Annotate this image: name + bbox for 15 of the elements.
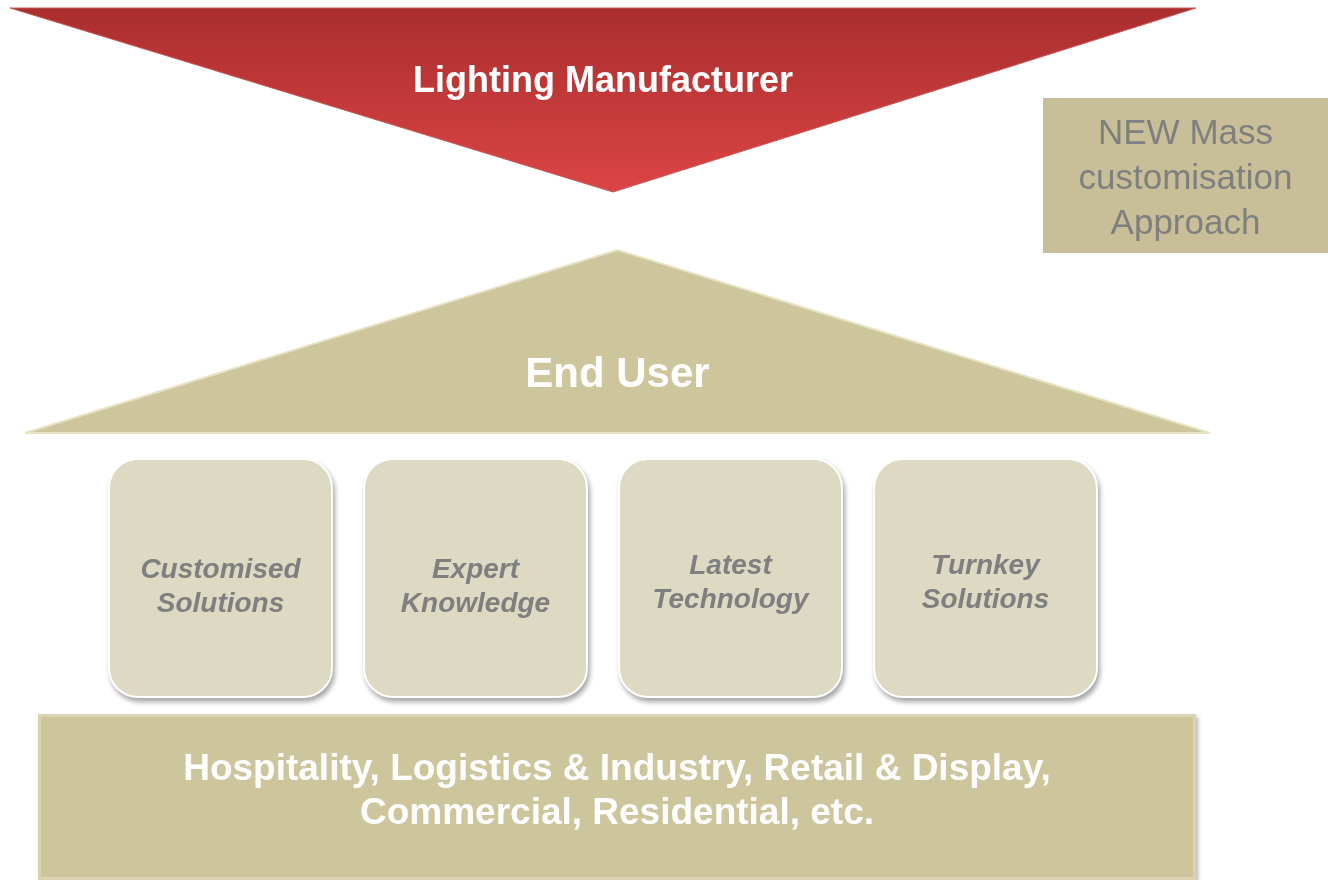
node-label: NEW Mass customisation Approach	[1077, 111, 1294, 243]
triangle	[25, 250, 1210, 433]
node-label: Hospitality, Logistics & Industry, Retail & Display, Commercial, Residential, etc.	[182, 746, 1052, 835]
node-label: Expert Knowledge	[399, 552, 552, 620]
node-label: Latest Technology	[651, 548, 811, 616]
base-bar	[38, 714, 1196, 880]
rounded-box	[618, 458, 843, 698]
node-label: End User	[524, 348, 711, 398]
rounded-box	[873, 458, 1098, 698]
node-label: Lighting Manufacturer	[412, 58, 794, 102]
rounded-box	[108, 458, 333, 698]
node-label: Customised Solutions	[139, 552, 302, 620]
rounded-box	[363, 458, 588, 698]
node-label: Turnkey Solutions	[920, 548, 1051, 616]
note-box	[1043, 98, 1328, 253]
